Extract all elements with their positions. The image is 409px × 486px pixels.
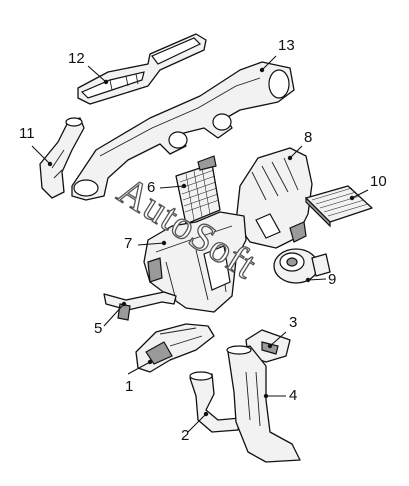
callout-label-4: 4 [289, 387, 297, 404]
callout-label-9: 9 [328, 271, 336, 288]
callout-dot-1 [147, 359, 153, 365]
callout-dot-8 [287, 155, 293, 161]
callout-label-3: 3 [289, 314, 297, 331]
blower-housing-icon [235, 147, 313, 249]
callout-label-11: 11 [19, 125, 35, 142]
callout-label-6: 6 [147, 179, 155, 196]
callout-dot-9 [305, 277, 311, 283]
callout-leader-13 [261, 55, 277, 71]
callout-label-8: 8 [304, 129, 312, 146]
callout-label-2: 2 [181, 427, 189, 444]
rear-duct-right-icon [226, 345, 301, 463]
callout-dot-2 [203, 411, 209, 417]
heater-housing-icon [143, 211, 247, 313]
dashboard-duct-icon [71, 61, 295, 201]
callout-label-5: 5 [94, 320, 102, 337]
callout-leader-7 [137, 242, 165, 246]
blower-motor-icon [273, 248, 331, 284]
defroster-nozzle-icon [77, 33, 207, 105]
callout-leader-2 [187, 413, 207, 433]
callout-label-1: 1 [125, 378, 133, 395]
callout-dot-11 [47, 161, 53, 167]
callout-dot-6 [181, 183, 187, 189]
callout-leader-10 [351, 189, 369, 199]
callout-leader-12 [87, 65, 107, 83]
callout-dot-5 [121, 301, 127, 307]
callout-leader-11 [31, 145, 51, 165]
callout-leader-9 [307, 278, 327, 281]
callout-label-7: 7 [124, 235, 132, 252]
callout-dot-4 [263, 393, 269, 399]
callout-dot-10 [349, 195, 355, 201]
callout-leader-3 [269, 331, 287, 347]
callout-label-12: 12 [68, 50, 85, 67]
air-filter-icon [305, 185, 373, 228]
callout-leader-8 [289, 145, 303, 159]
callout-dot-13 [259, 67, 265, 73]
callout-dot-3 [267, 343, 273, 349]
bracket-icon [103, 291, 177, 321]
callout-dot-7 [161, 240, 167, 246]
floor-duct-icon [135, 323, 215, 373]
callout-label-13: 13 [278, 37, 295, 54]
callout-label-10: 10 [370, 173, 387, 190]
callout-leader-1 [127, 361, 151, 375]
heater-core-icon [175, 155, 221, 225]
callout-leader-5 [103, 303, 125, 327]
side-vent-duct-icon [39, 117, 85, 199]
callout-dot-12 [103, 79, 109, 85]
callout-leader-6 [159, 185, 185, 189]
